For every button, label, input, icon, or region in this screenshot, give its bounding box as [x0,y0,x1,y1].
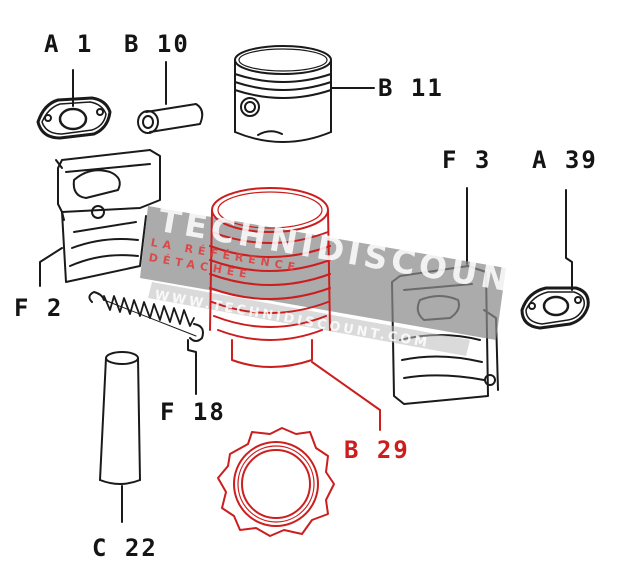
gasket-a39 [520,189,590,330]
label-a39: A 39 [532,146,598,174]
label-f18: F 18 [160,398,226,426]
cylinder-nut-b29 [217,427,335,537]
label-f2: F 2 [14,294,64,322]
label-f3: F 3 [442,146,492,174]
leader-f2 [39,247,63,287]
label-b10: B 10 [124,30,190,58]
leader-a39 [565,189,573,291]
label-b29: B 29 [344,436,410,464]
label-c22: C 22 [92,534,158,562]
leader-b29 [311,361,381,431]
label-a1: A 1 [44,30,94,58]
tube-c22 [99,351,141,523]
cylinder-b29 [209,187,381,431]
piston-b11 [234,45,375,143]
gasket-a1 [36,69,112,140]
label-b11: B 11 [378,74,444,102]
deflector-f2 [39,149,161,287]
watermark [140,206,506,356]
leader-f18 [187,339,197,395]
piston-pin-b10 [137,61,204,134]
spring-f18 [88,291,204,395]
